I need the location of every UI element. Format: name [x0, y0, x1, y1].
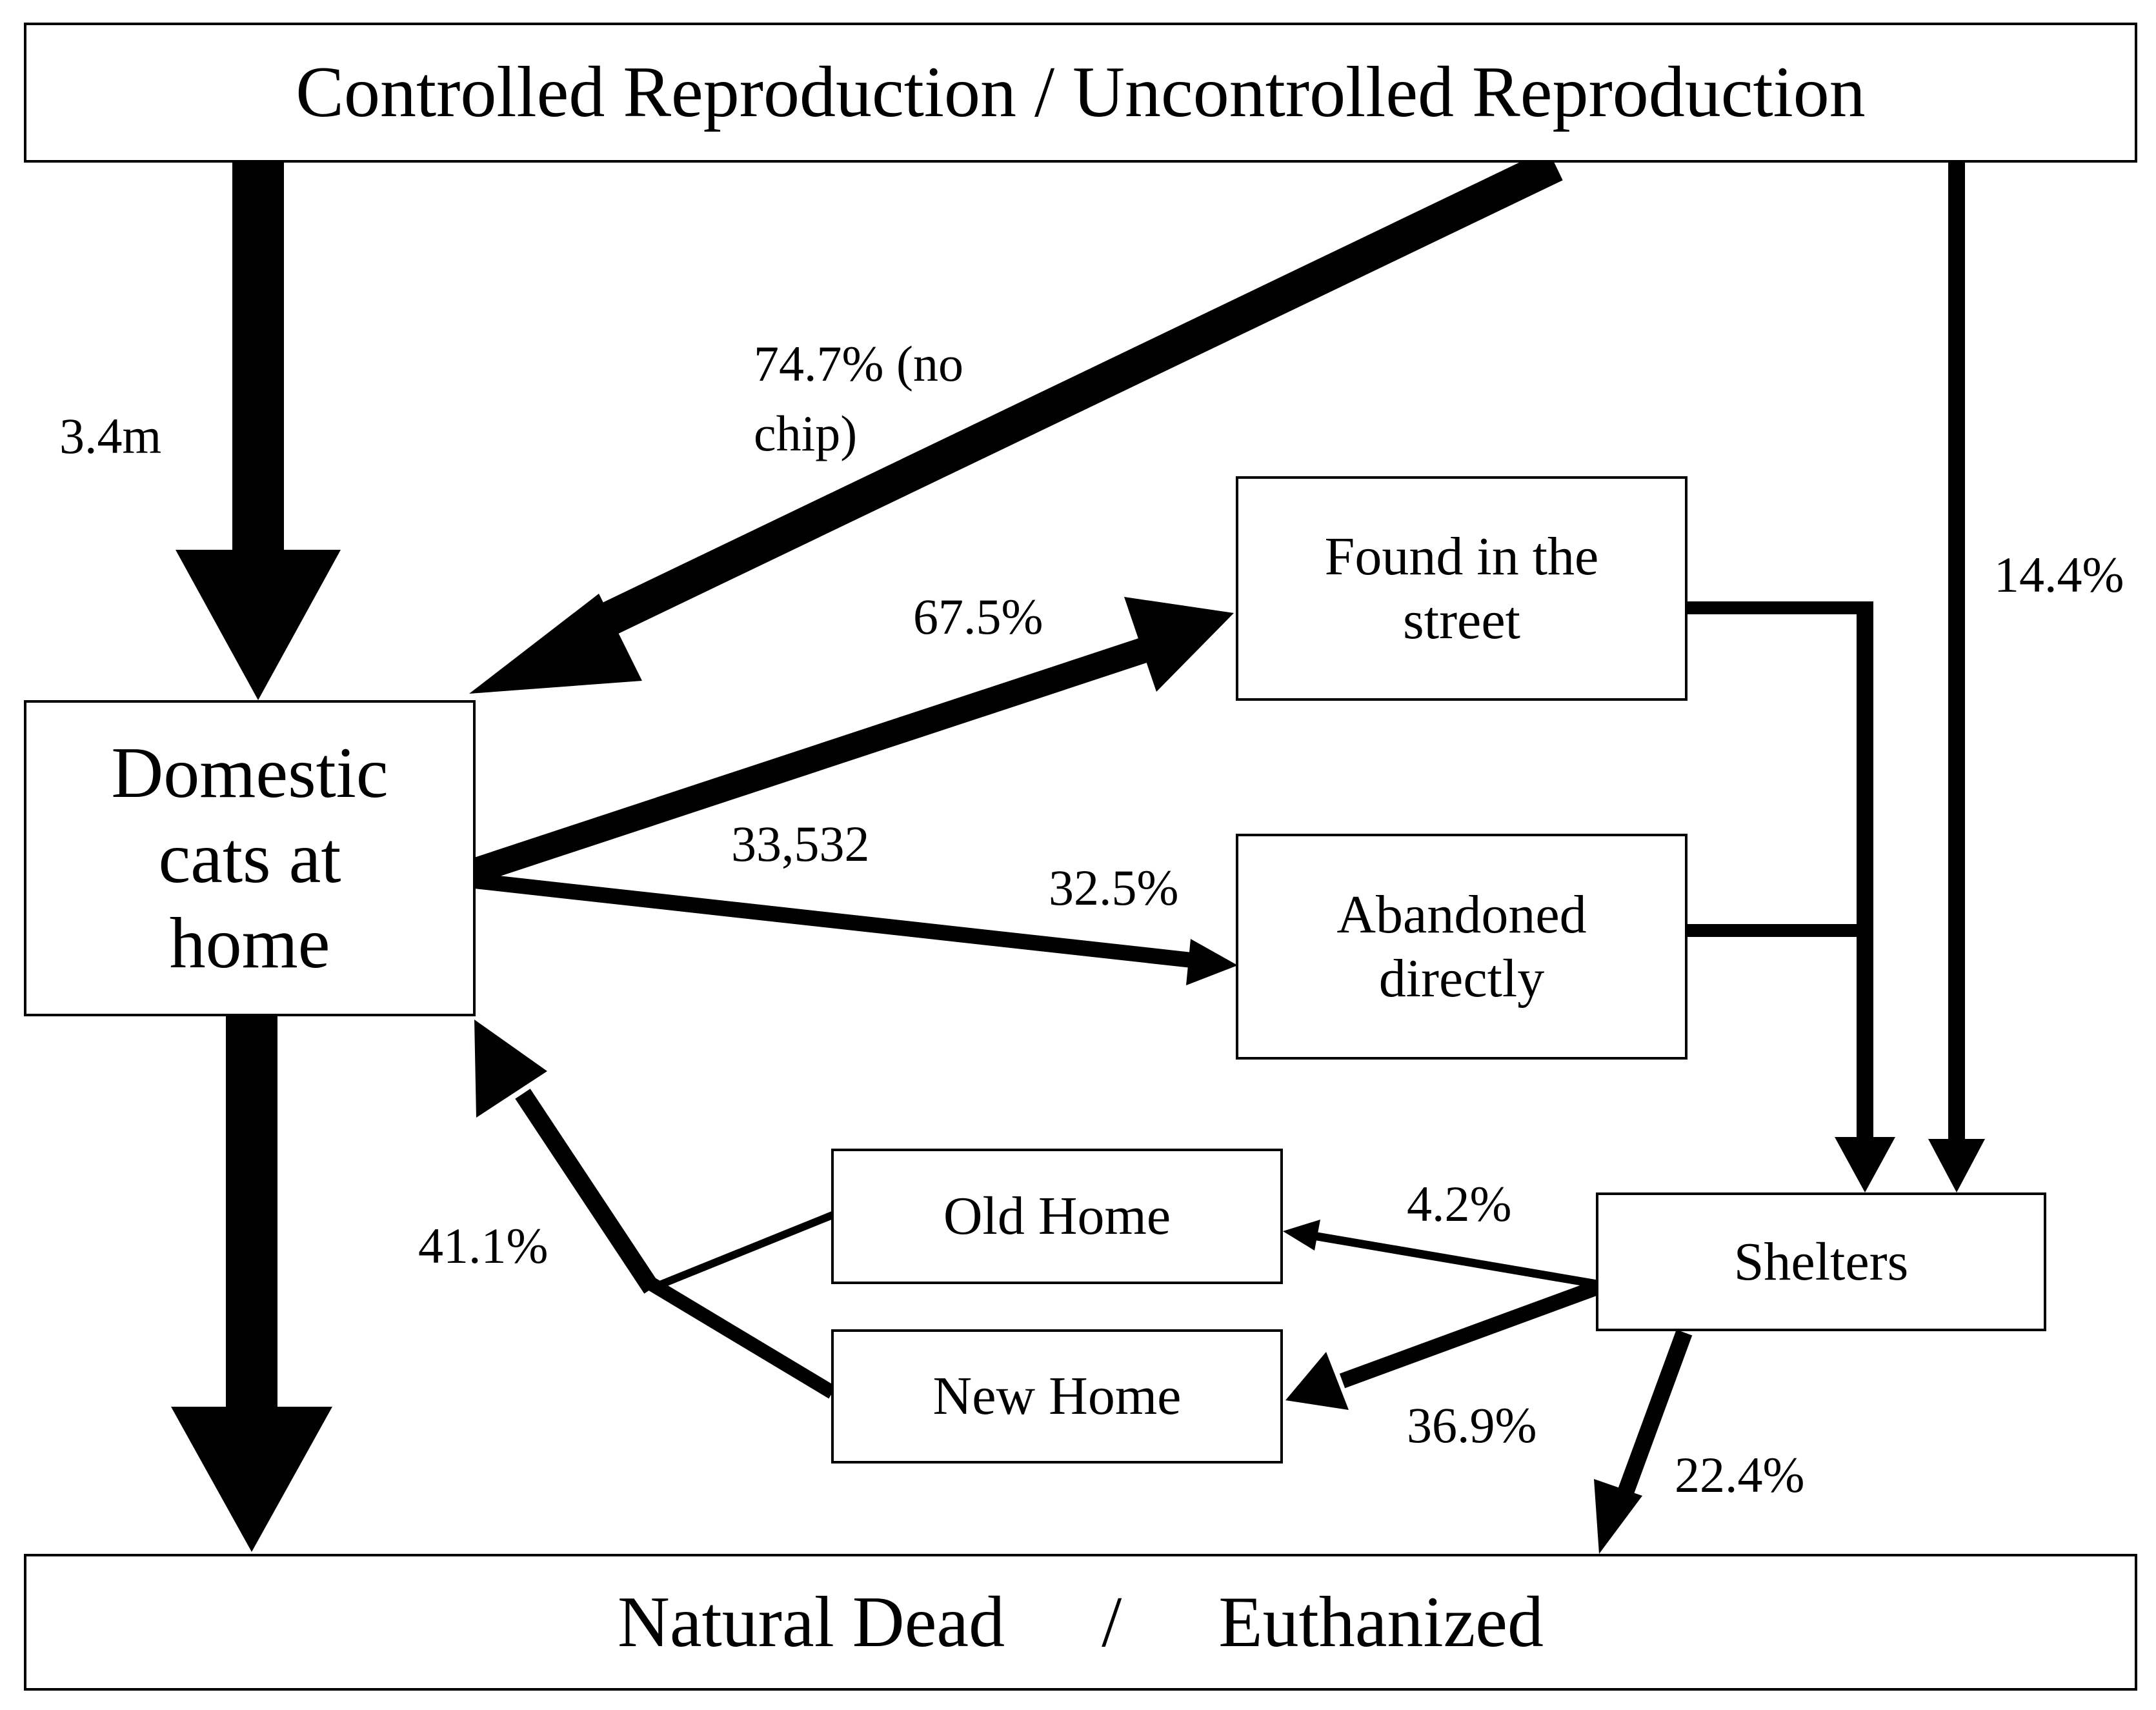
street-label-line-2: street [1403, 590, 1520, 650]
label-no-chip-line-2: chip) [754, 405, 858, 461]
outcome-separator: / [1102, 1582, 1122, 1662]
arrow-shelters-to-new-home [1285, 1280, 1600, 1410]
arrow-domestic-to-dead [171, 1016, 332, 1552]
shelters-box: Shelters [1596, 1192, 2046, 1331]
domestic-label-line-3: home [169, 903, 330, 984]
natural-dead-label: Natural Dead [617, 1582, 1005, 1662]
abandoned-label-line-2: directly [1378, 949, 1545, 1009]
old-home-label: Old Home [943, 1186, 1171, 1247]
arrow-direct-to-shelters [1928, 163, 1985, 1192]
street-label-line-1: Found in the [1324, 526, 1599, 587]
arrow-domestic-to-street [470, 597, 1234, 883]
domestic-label-line-1: Domestic [111, 732, 388, 813]
arrow-births-to-domestic [176, 163, 341, 700]
label-births: 3.4m [59, 408, 162, 464]
arrow-shelters-to-old-home [1283, 1220, 1598, 1289]
shelters-label: Shelters [1733, 1231, 1909, 1292]
label-old-home: 4.2% [1407, 1176, 1512, 1232]
found-in-street-box: Found in the street [1236, 476, 1688, 701]
domestic-cats-box: Domestic cats at home [24, 700, 476, 1016]
arrow-street-abandoned-to-shelters [1687, 601, 1895, 1192]
arrow-domestic-to-abandoned [473, 873, 1238, 985]
arrow-rehomed-to-domestic [474, 1020, 836, 1399]
outcome-box: Natural Dead / Euthanized [24, 1554, 2137, 1691]
domestic-label-line-2: cats at [158, 818, 341, 898]
euthanized-label: Euthanized [1218, 1582, 1544, 1662]
new-home-box: New Home [831, 1329, 1283, 1464]
label-found-street: 67.5% [913, 588, 1043, 645]
new-home-label: New Home [932, 1366, 1182, 1427]
arrow-shelters-to-dead [1594, 1329, 1693, 1554]
arrow-no-chip-to-domestic [469, 148, 1563, 694]
old-home-box: Old Home [831, 1149, 1283, 1284]
abandoned-label-line-1: Abandoned [1336, 884, 1587, 945]
label-new-home: 36.9% [1407, 1397, 1537, 1453]
label-euthanized: 22.4% [1675, 1447, 1805, 1503]
label-abandoned: 32.5% [1049, 860, 1179, 916]
label-returned-home: 41.1% [418, 1218, 549, 1274]
label-no-chip-line-1: 74.7% (no [754, 336, 963, 392]
reproduction-box: Controlled Reproduction / Uncontrolled R… [24, 23, 2137, 163]
label-total-lost: 33,532 [731, 816, 870, 872]
reproduction-label: Controlled Reproduction / Uncontrolled R… [296, 52, 1866, 133]
abandoned-directly-box: Abandoned directly [1236, 834, 1688, 1060]
label-direct-shelter: 14.4% [1994, 547, 2124, 603]
